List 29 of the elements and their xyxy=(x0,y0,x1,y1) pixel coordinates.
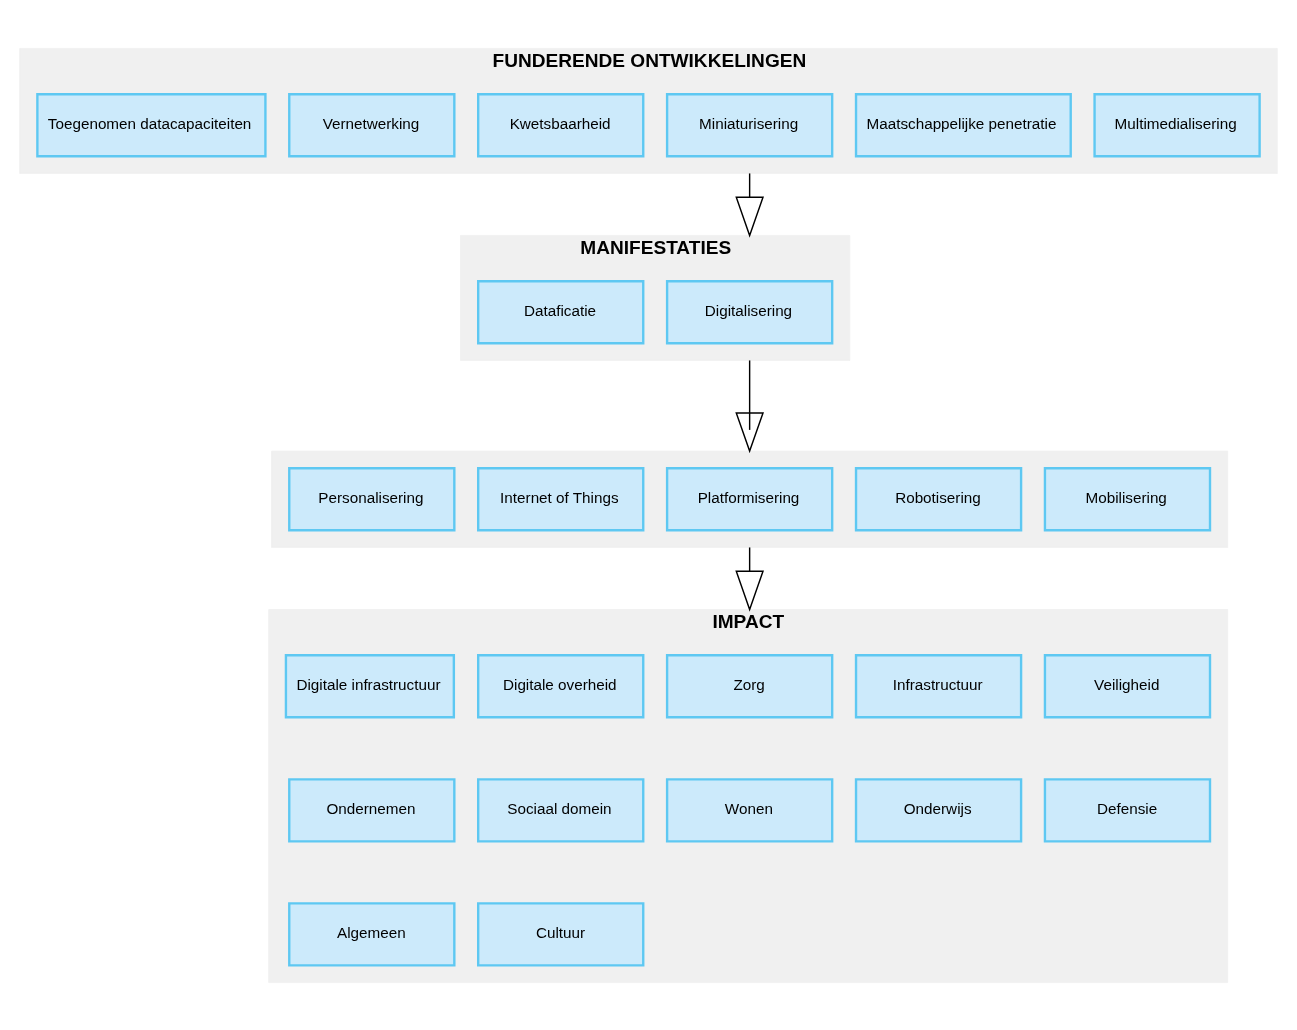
node-box: Cultuur xyxy=(477,901,645,967)
node-box: Internet of Things xyxy=(477,466,645,531)
cluster xyxy=(271,450,1229,548)
node-box: Infrastructuur xyxy=(854,653,1023,718)
node-box: Digitalisering xyxy=(665,279,834,344)
node-box: Miniaturisering xyxy=(665,92,834,157)
node-box: Multimedialisering xyxy=(1093,92,1261,157)
node-box: Onderwijs xyxy=(854,777,1023,843)
node-box: Robotisering xyxy=(854,466,1023,531)
node-box: Platformisering xyxy=(665,466,834,531)
arrow xyxy=(735,359,764,453)
node-box: Vernetwerking xyxy=(288,92,456,157)
arrow xyxy=(735,172,764,238)
node-box: Dataficatie xyxy=(477,279,645,344)
node-box: Zorg xyxy=(665,653,834,718)
node-box: Maatschappelijke penetratie xyxy=(854,92,1072,157)
node-box: Sociaal domein xyxy=(477,777,645,843)
node-box: Personalisering xyxy=(288,466,456,531)
node-box: Toegenomen datacapaciteiten xyxy=(36,92,267,157)
node-box: Mobilisering xyxy=(1043,466,1212,531)
node-box: Ondernemen xyxy=(288,777,456,843)
node-box: Wonen xyxy=(665,777,834,843)
node-box: Defensie xyxy=(1043,777,1212,843)
node-box: Digitale infrastructuur xyxy=(284,653,456,718)
node-box: Kwetsbaarheid xyxy=(477,92,645,157)
node-box: Algemeen xyxy=(288,901,456,967)
node-box: Veiligheid xyxy=(1043,653,1212,718)
node-box: Digitale overheid xyxy=(477,653,645,718)
arrow xyxy=(735,546,764,612)
